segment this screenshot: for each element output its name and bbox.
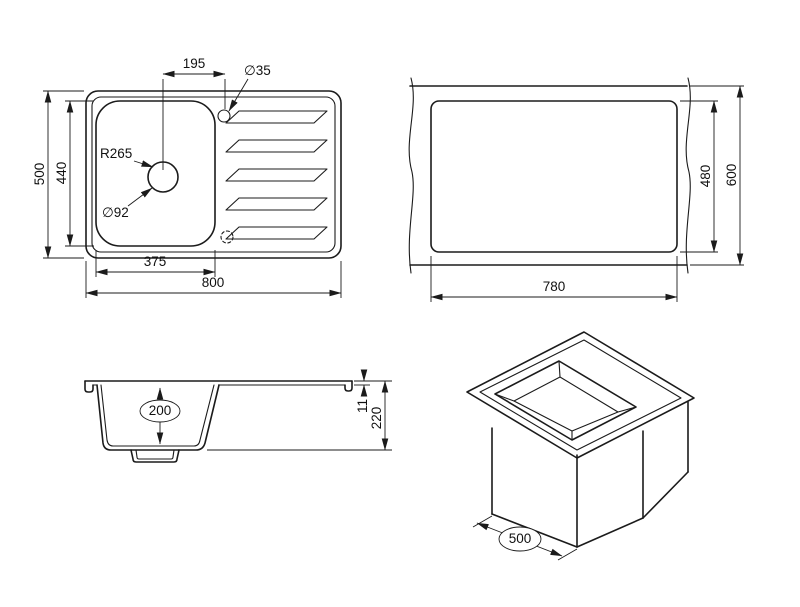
cutout-outline (430, 100, 678, 253)
body-bottom-edge (642, 471, 689, 519)
dim-bubble (498, 526, 542, 552)
drainboard-slot (225, 168, 328, 182)
dim-label-220: 220 (369, 407, 384, 430)
extension-line (472, 515, 493, 528)
leader-line (133, 160, 154, 168)
faucet-hole (217, 109, 231, 123)
leader-line (228, 78, 249, 112)
drain-stub-outer (130, 449, 180, 463)
plan-view: 195 ∅35 R265 ∅92 500 440 375 800 (32, 56, 342, 298)
bowl-inner-wall (100, 384, 215, 447)
rim-outer (466, 331, 695, 459)
iso-view: 500 (466, 331, 695, 561)
dim-label-500: 500 (32, 163, 47, 186)
drainboard-slot (225, 226, 328, 240)
drainboard-slot (225, 197, 328, 211)
sink-outer-edge (85, 90, 342, 259)
dim-label-195: 195 (183, 56, 206, 71)
bowl-corner-edge (494, 393, 515, 402)
drain-stub-inner (135, 449, 175, 460)
dim-label-500: 500 (509, 531, 532, 546)
optional-faucet-hole (220, 230, 234, 244)
dim-label-11: 11 (355, 399, 370, 413)
extension-line (557, 548, 578, 561)
dim-label-780: 780 (543, 279, 566, 294)
bowl-bottom (513, 376, 619, 432)
leader-line (127, 187, 153, 207)
dim-label-440: 440 (54, 162, 69, 185)
bowl-corner-edge (558, 360, 561, 378)
dim-label-d92: ∅92 (102, 205, 129, 220)
dim-bubble (139, 399, 181, 423)
section-view: 200 11 220 (84, 369, 392, 463)
dim-label-d35: ∅35 (244, 63, 271, 78)
drainboard-slot (225, 139, 328, 153)
dim-label-600: 600 (724, 164, 739, 187)
break-line-right (685, 77, 691, 274)
right-lip (344, 380, 353, 392)
break-line-left (408, 77, 414, 274)
dim-label-375: 375 (144, 254, 167, 269)
drainboard-slot (225, 110, 328, 124)
left-lip (84, 380, 94, 393)
dim-label-800: 800 (202, 275, 225, 290)
dim-label-480: 480 (698, 165, 713, 188)
sink-inner-rim (91, 96, 336, 253)
cutout-view: 480 600 780 (408, 77, 744, 302)
dim-label-200: 200 (149, 403, 172, 418)
rim-inner (479, 339, 682, 451)
bowl-corner-edge (617, 406, 637, 413)
dim-label-r265: R265 (100, 146, 132, 161)
body-bottom-edge (576, 517, 644, 548)
bowl-outer-wall (96, 384, 220, 451)
bowl-outline (95, 100, 216, 247)
